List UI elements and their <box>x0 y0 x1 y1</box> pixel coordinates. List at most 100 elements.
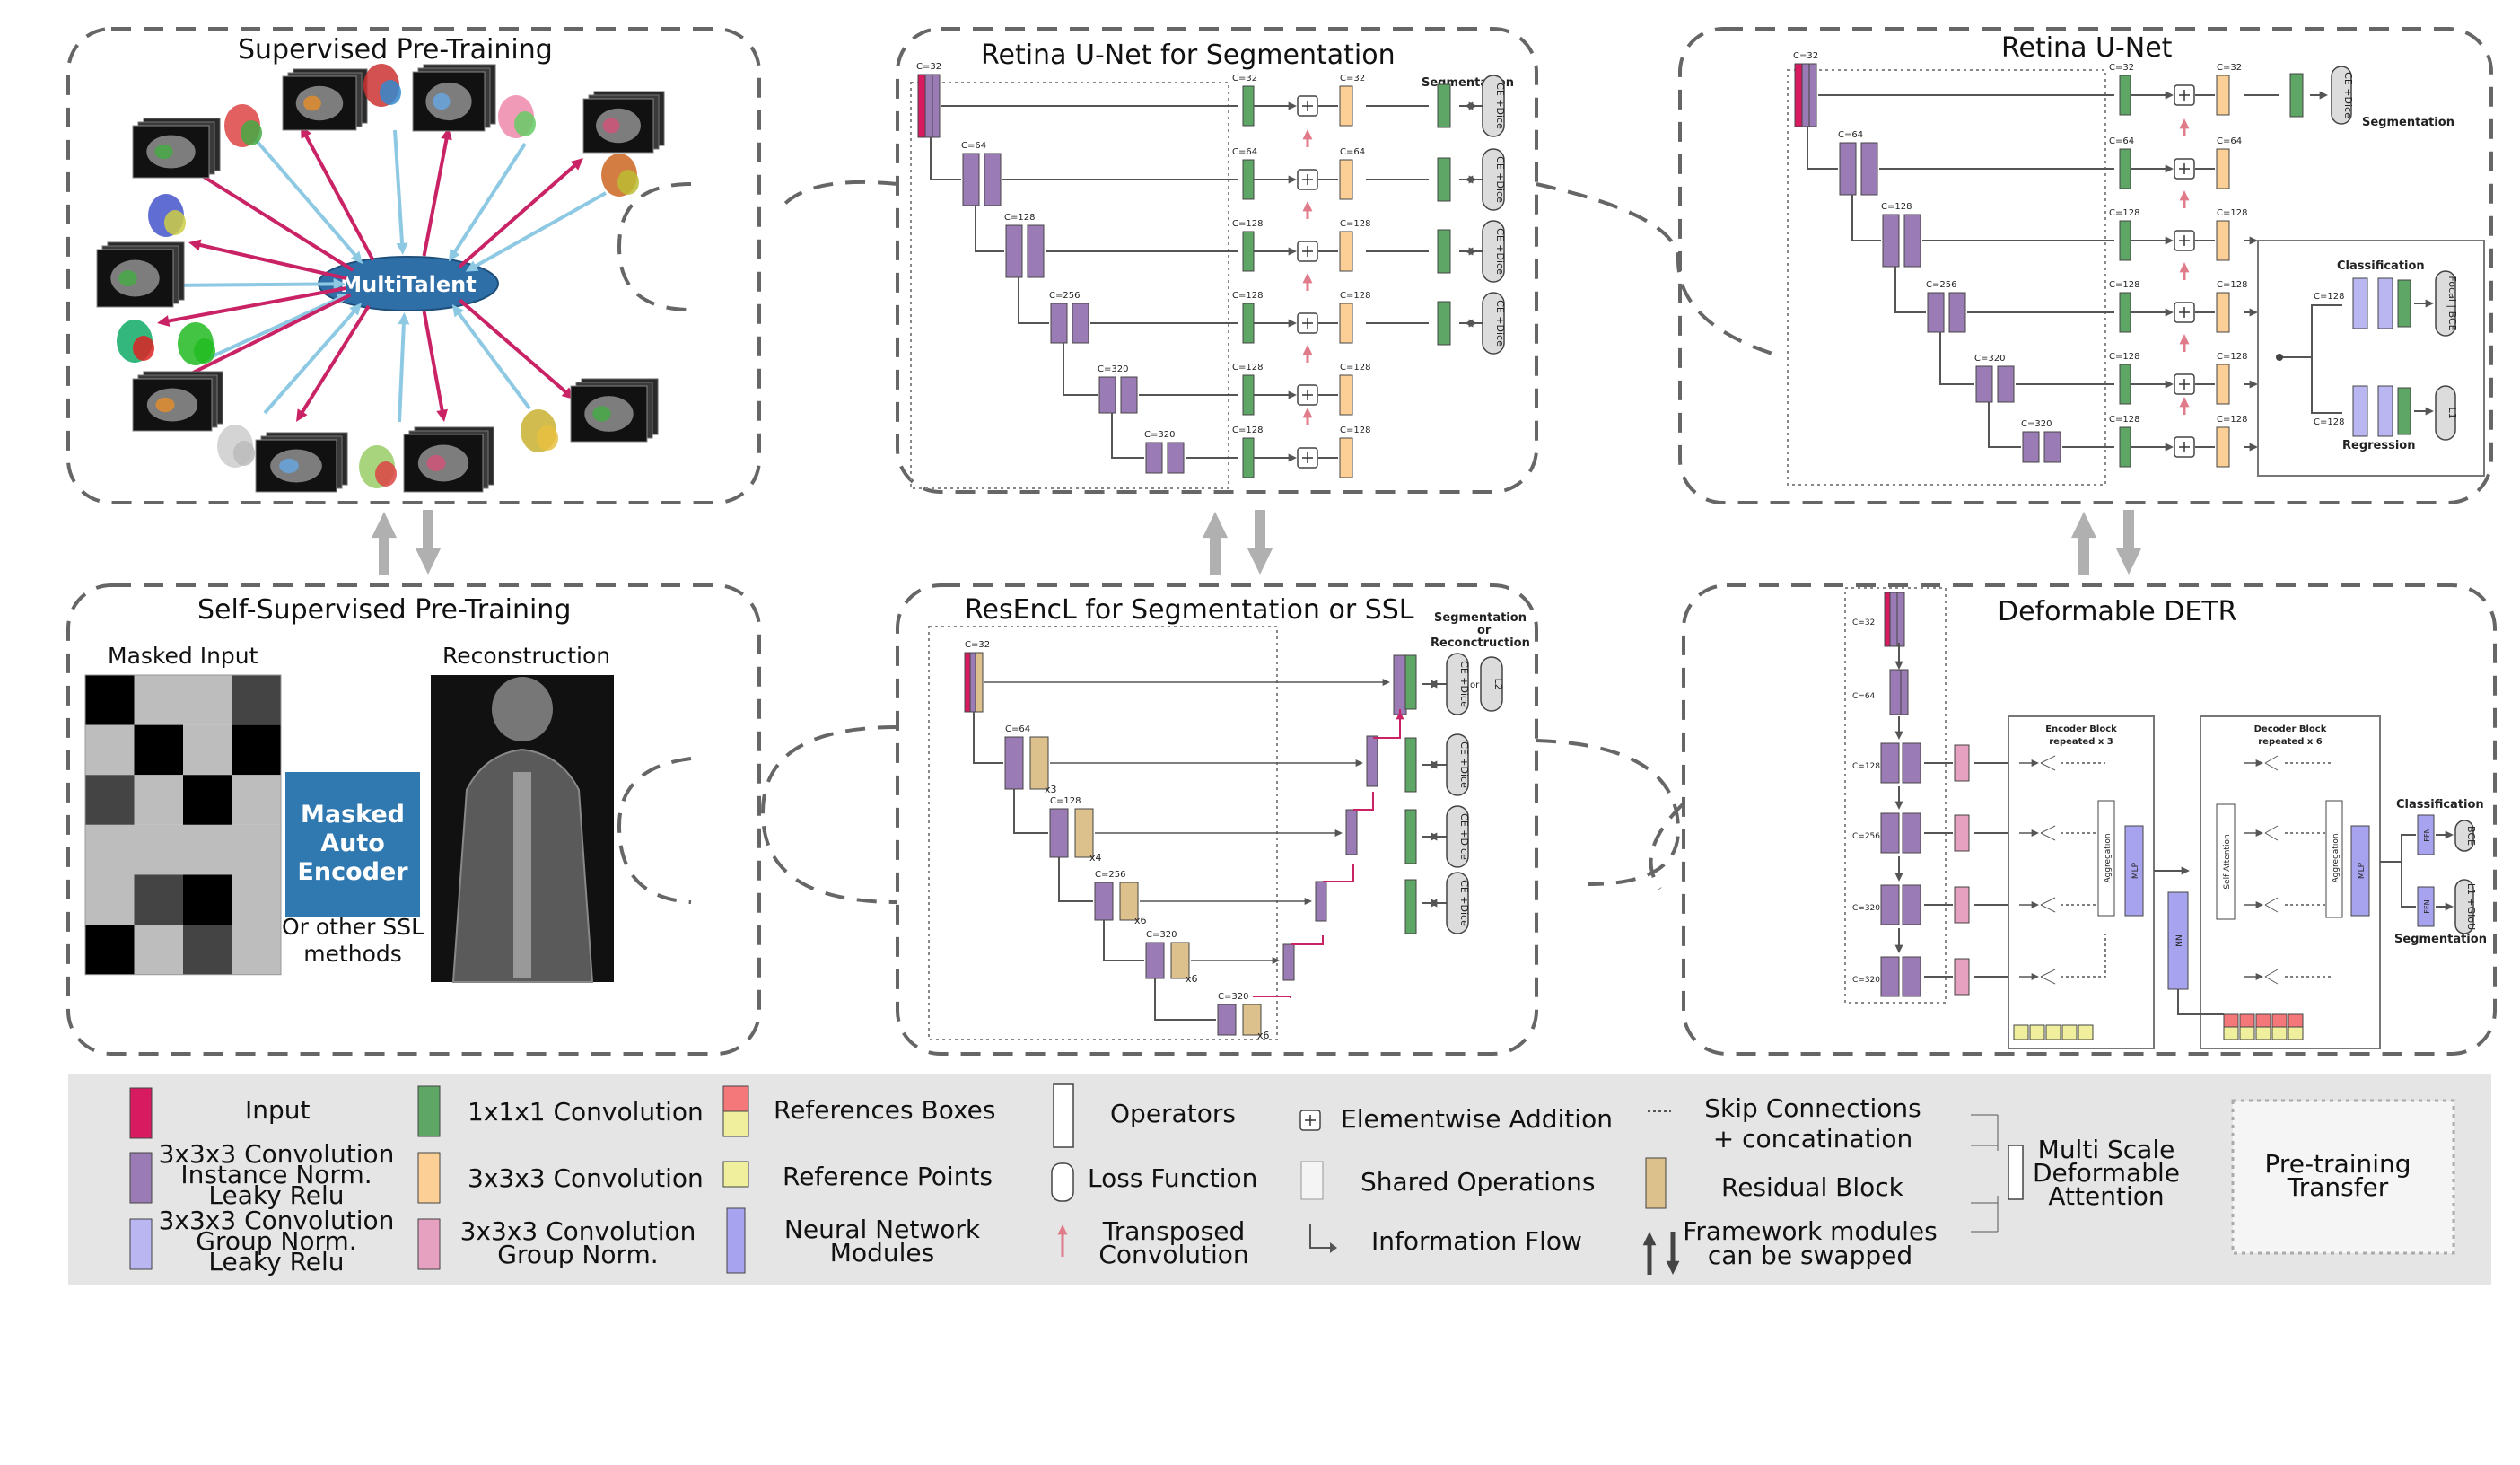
transfer-down-arrow-head <box>1247 548 1273 575</box>
transfer-up-arrow-head <box>2070 512 2097 539</box>
mlp-box <box>2350 825 2370 917</box>
repeat-label: x4 <box>1089 852 1102 864</box>
to-add-arrow-head <box>1288 453 1297 462</box>
msda-arrow-head <box>2031 900 2039 909</box>
legend-conv-gn-swatch <box>129 1218 153 1270</box>
conv-in-block <box>1902 884 1921 925</box>
legend-shared-swatch <box>1300 1161 1324 1200</box>
loss-fn-pill <box>1446 872 1469 934</box>
legend-line: Skip Connections <box>1704 1093 1921 1123</box>
to-add-arrow-head <box>1288 390 1297 399</box>
mask-patch <box>85 724 135 776</box>
nn-to-boxes-line <box>2177 989 2224 1015</box>
transposed-conv-arrow-head <box>1302 273 1313 284</box>
multitalent-label: MultiTalent <box>340 272 476 297</box>
legend-ref-points-label: Reference Points <box>783 1162 993 1191</box>
skip-connection-arrow-head <box>1304 897 1312 906</box>
seg-conv1-block <box>1437 157 1451 202</box>
aggregation-line <box>2061 934 2106 978</box>
mask-patch <box>183 775 232 825</box>
conv3-gn-block <box>1954 744 1970 782</box>
conv-in-block <box>984 153 1002 206</box>
transposed-conv-arrow-head <box>1302 129 1313 140</box>
to-loss-arrow-head <box>2445 902 2454 911</box>
transposed-conv-arrow-head <box>1302 201 1313 212</box>
loss-fn-pill <box>1482 148 1505 211</box>
mask-patch <box>232 724 281 776</box>
channel-label: C=128 <box>1050 796 1081 806</box>
legend-line: 3x3x3 Convolution <box>459 1216 696 1246</box>
mask-patch <box>85 824 135 875</box>
supervised-out-arrow <box>422 311 444 412</box>
conv-in-block <box>1896 592 1905 647</box>
channel-label: C=128 <box>1881 202 1912 212</box>
mask-patch <box>232 874 281 925</box>
legend-line: Transposed <box>1102 1216 1246 1246</box>
down-flow-line <box>1894 267 1926 313</box>
conv3-block <box>2216 148 2230 189</box>
channel-label: C=320 <box>1146 930 1177 940</box>
legend-conv3-gn-label: 3x3x3 Convolution Group Norm. <box>454 1216 702 1268</box>
conv3-gn-block <box>1954 958 1970 996</box>
transposed-path <box>1253 996 1291 998</box>
mask-patch <box>134 824 183 875</box>
to-add-arrow-head <box>1288 319 1297 328</box>
supervised-panel <box>66 27 761 504</box>
from-loss-arrow-head <box>1465 175 1474 184</box>
mask-patch <box>85 675 135 725</box>
channel-label: C=32 <box>1793 51 1818 61</box>
to-add-arrow-head <box>2165 308 2174 317</box>
reference-point-box <box>2045 1024 2061 1040</box>
conv-in-block <box>924 74 933 138</box>
channel-label: C=128 <box>1852 762 1880 771</box>
reference-box-bottom <box>2223 1026 2239 1040</box>
cls-conv1-block <box>2397 279 2411 328</box>
seg-head-label: Segmentation <box>2362 116 2454 129</box>
repeat-label: x6 <box>1186 973 1198 985</box>
input-block <box>917 74 926 138</box>
conv-in-block <box>1004 736 1024 790</box>
cloud-bump <box>1536 182 1776 356</box>
other-ssl-line: methods <box>303 941 402 967</box>
loss-fn-pill <box>2454 820 2474 852</box>
legend-elementwise-label: Elementwise Addition <box>1341 1104 1613 1134</box>
from-loss-arrow-head <box>1465 319 1474 328</box>
resenc-title: ResEncL for Segmentation or SSL <box>965 594 1414 626</box>
aggregation-label: Aggregation <box>2332 833 2341 882</box>
residual-block <box>975 652 984 713</box>
mask-patch <box>134 874 183 925</box>
mask-patch <box>232 824 281 875</box>
from-loss-arrow-head <box>1429 760 1438 769</box>
msda-arrow-head <box>2255 972 2263 981</box>
legend-line: Attention <box>2048 1181 2165 1211</box>
legend-skip-label: Skip Connections + concatination <box>1687 1093 1938 1154</box>
msda-branch <box>2264 755 2279 764</box>
repeat-label: x3 <box>1045 784 1057 795</box>
unet-seg-title: Retina U-Net for Segmentation <box>981 39 1396 71</box>
head-shape-icon <box>492 677 553 741</box>
channel-label: C=128 <box>2217 415 2247 425</box>
conv3-block <box>2216 292 2230 333</box>
conv-gn-block <box>2377 277 2393 329</box>
channel-label: C=128 <box>1340 219 1370 229</box>
channel-label: C=256 <box>1095 870 1125 880</box>
loss-fn-pill <box>1482 75 1505 137</box>
mask-patch <box>134 775 183 825</box>
conv3-block <box>2216 364 2230 405</box>
legend-line: + concatination <box>1712 1124 1913 1154</box>
legend-loss-label: Loss Function <box>1088 1163 1258 1193</box>
conv-in-block <box>1217 1004 1237 1036</box>
encoder-block-box <box>2008 715 2155 1049</box>
reference-box-bottom <box>2239 1026 2255 1040</box>
conv1-block <box>1242 159 1255 200</box>
conv3-block <box>1339 374 1353 416</box>
msda-arrow-head <box>2255 829 2263 838</box>
channel-label: C=64 <box>2217 136 2242 146</box>
or-label: or <box>1470 680 1480 690</box>
conv-in-block <box>1889 592 1898 647</box>
encoder-label: repeated x 3 <box>2049 737 2113 747</box>
conv3-block <box>1339 231 1353 272</box>
reference-box-bottom <box>2255 1026 2271 1040</box>
msda-arrow-head <box>2031 972 2039 981</box>
